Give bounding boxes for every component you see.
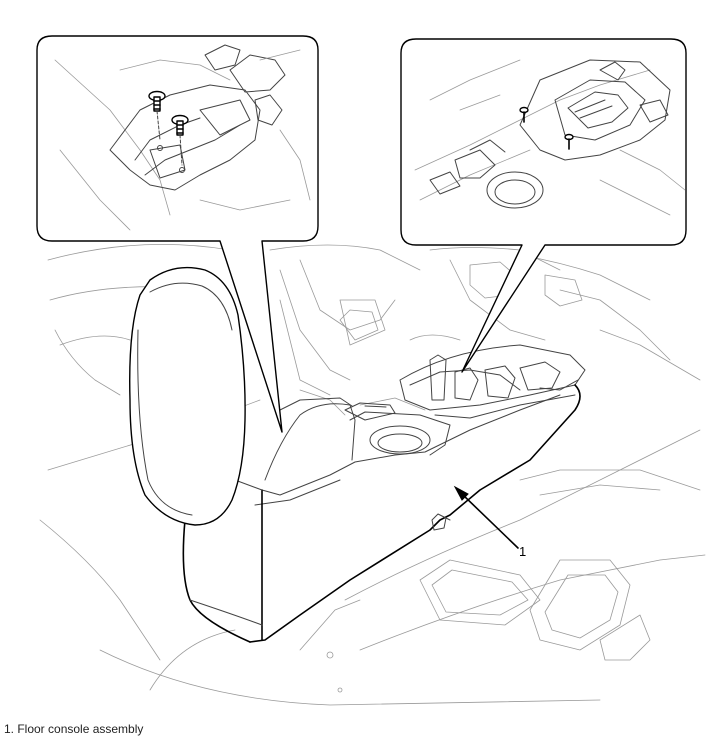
armrest-lid — [129, 266, 246, 526]
screw-right-2 — [564, 133, 574, 150]
floor-console-assembly — [182, 384, 581, 643]
vehicle-interior-background — [39, 243, 706, 706]
diagram-frame: 1 — [36, 35, 706, 706]
bolt-left-2 — [171, 114, 189, 166]
detail-right-interior — [414, 59, 686, 216]
detail-left-interior — [54, 44, 311, 231]
detail-box-right — [400, 38, 687, 373]
console-diagram: 1 — [36, 35, 706, 706]
callout-label: 1 — [519, 544, 526, 559]
callout-1: 1 — [453, 485, 526, 559]
detail-box-left — [36, 35, 319, 433]
bolt-left-1 — [148, 90, 166, 141]
figure-caption: 1. Floor console assembly — [4, 722, 144, 736]
screw-right-1 — [519, 106, 529, 123]
